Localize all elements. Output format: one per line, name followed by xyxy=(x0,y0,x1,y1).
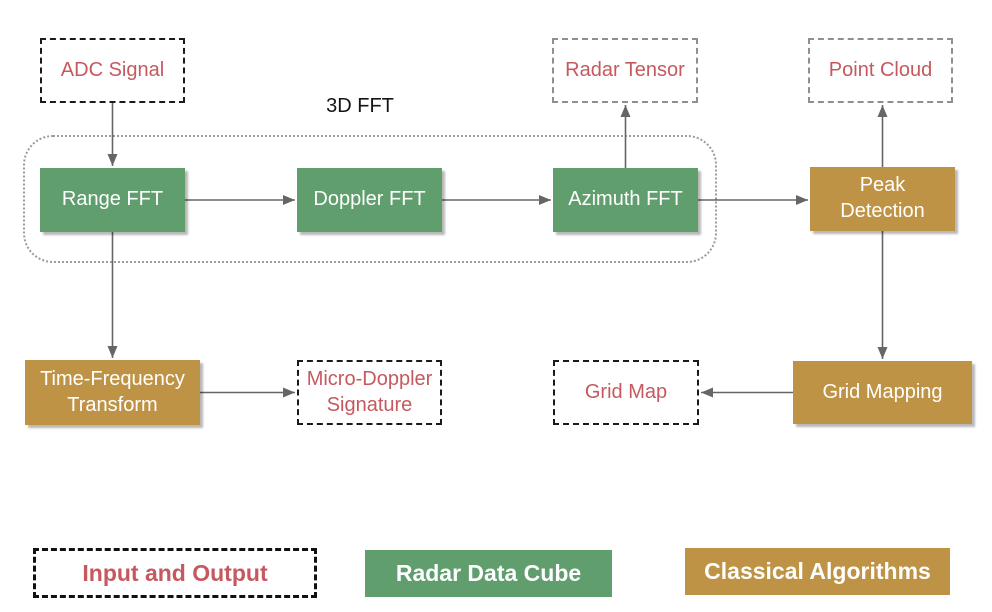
legend-classical-algorithms: Classical Algorithms xyxy=(685,548,950,595)
node-grid-mapping: Grid Mapping xyxy=(793,361,972,424)
node-point-cloud: Point Cloud xyxy=(808,38,953,103)
group-label-3d-fft: 3D FFT xyxy=(326,95,394,117)
node-range-fft: Range FFT xyxy=(40,168,185,232)
node-peak-detection: Peak Detection xyxy=(810,167,955,231)
node-adc-signal: ADC Signal xyxy=(40,38,185,103)
group-3d-fft-container xyxy=(23,135,717,263)
node-radar-tensor: Radar Tensor xyxy=(552,38,698,103)
node-grid-map: Grid Map xyxy=(553,360,699,425)
legend-radar-data-cube: Radar Data Cube xyxy=(365,550,612,597)
node-micro-doppler-signature: Micro-Doppler Signature xyxy=(297,360,442,425)
node-azimuth-fft: Azimuth FFT xyxy=(553,168,698,232)
legend-input-and-output: Input and Output xyxy=(33,548,317,598)
node-time-frequency-transform: Time-Frequency Transform xyxy=(25,360,200,425)
node-doppler-fft: Doppler FFT xyxy=(297,168,442,232)
